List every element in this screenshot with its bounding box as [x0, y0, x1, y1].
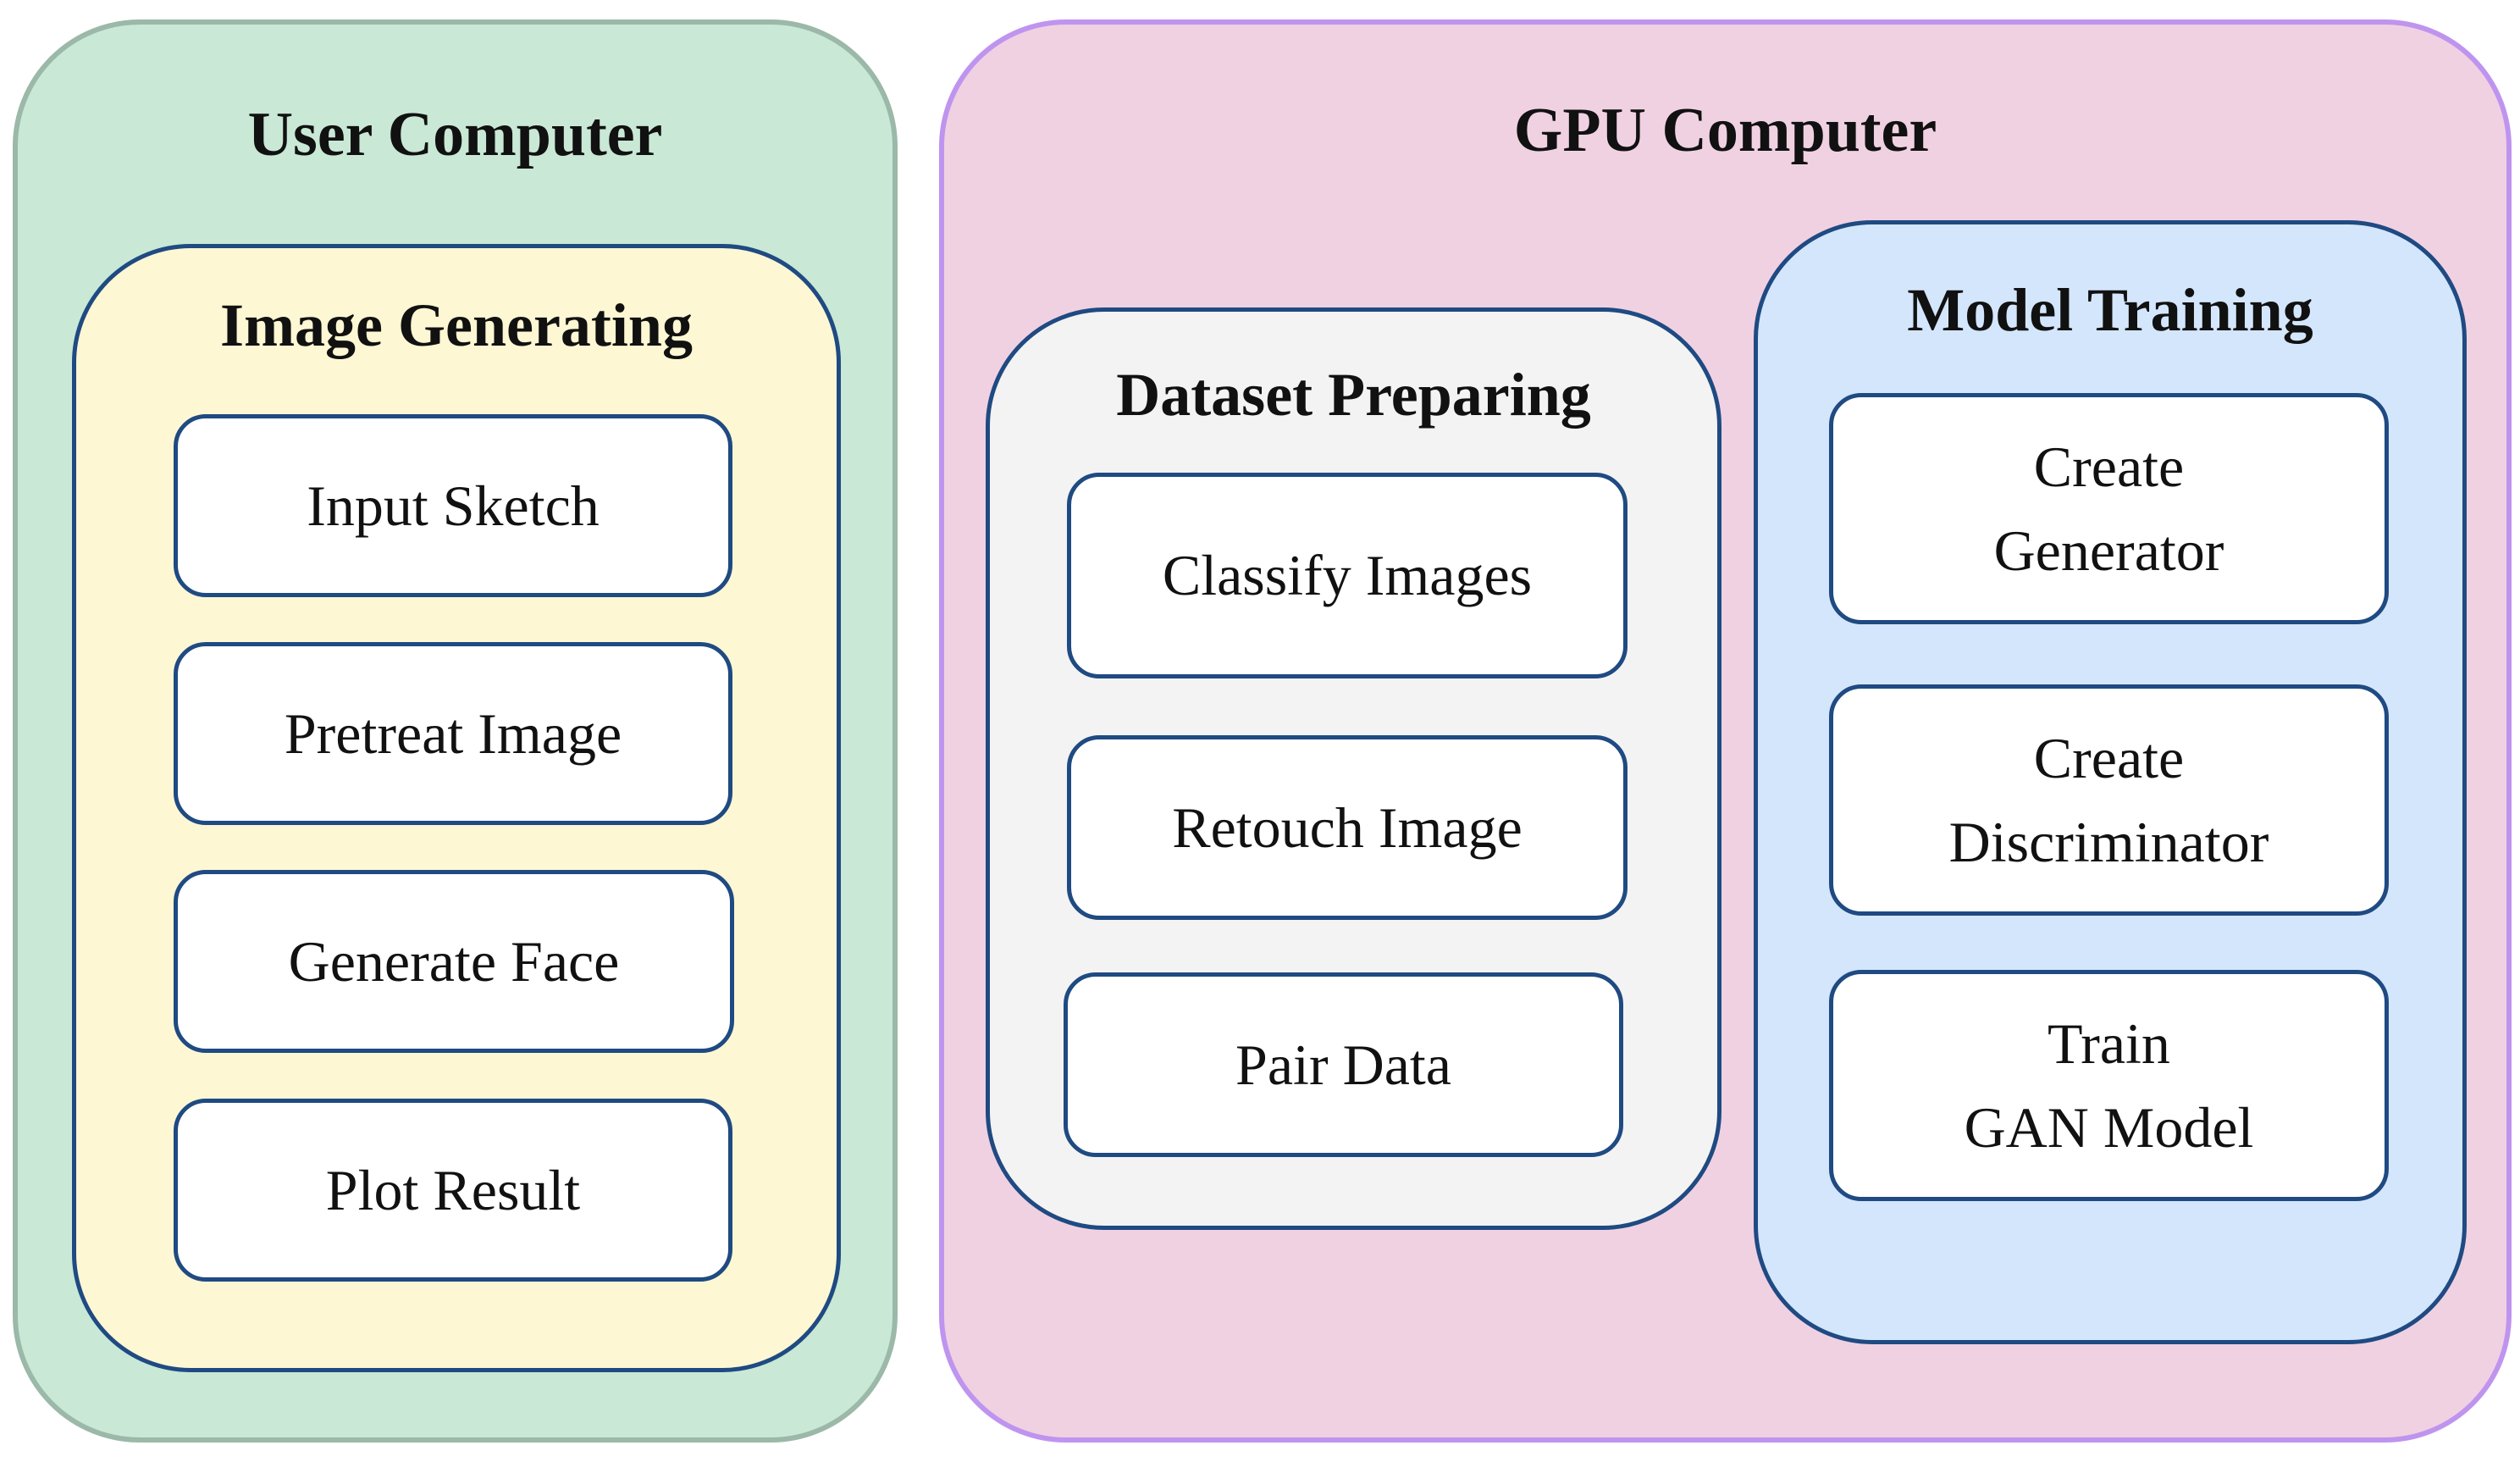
step-plot-result: Plot Result [174, 1099, 732, 1282]
step-create-generator: Create Generator [1829, 393, 2389, 624]
gpu-computer-title: GPU Computer [1513, 96, 1937, 165]
user-computer-title: User Computer [247, 100, 663, 169]
step-create-discriminator: Create Discriminator [1829, 684, 2389, 916]
step-retouch-image: Retouch Image [1067, 735, 1628, 920]
model-training-title: Model Training [1907, 276, 2313, 344]
step-generate-face: Generate Face [174, 870, 734, 1053]
dataset-preparing-title: Dataset Preparing [1116, 361, 1591, 429]
step-pair-data: Pair Data [1064, 972, 1623, 1157]
step-input-sketch: Input Sketch [174, 414, 732, 597]
step-train-gan-model: Train GAN Model [1829, 970, 2389, 1201]
image-generating-title: Image Generating [220, 291, 693, 359]
step-classify-images: Classify Images [1067, 473, 1628, 678]
step-pretreat-image: Pretreat Image [174, 642, 732, 825]
